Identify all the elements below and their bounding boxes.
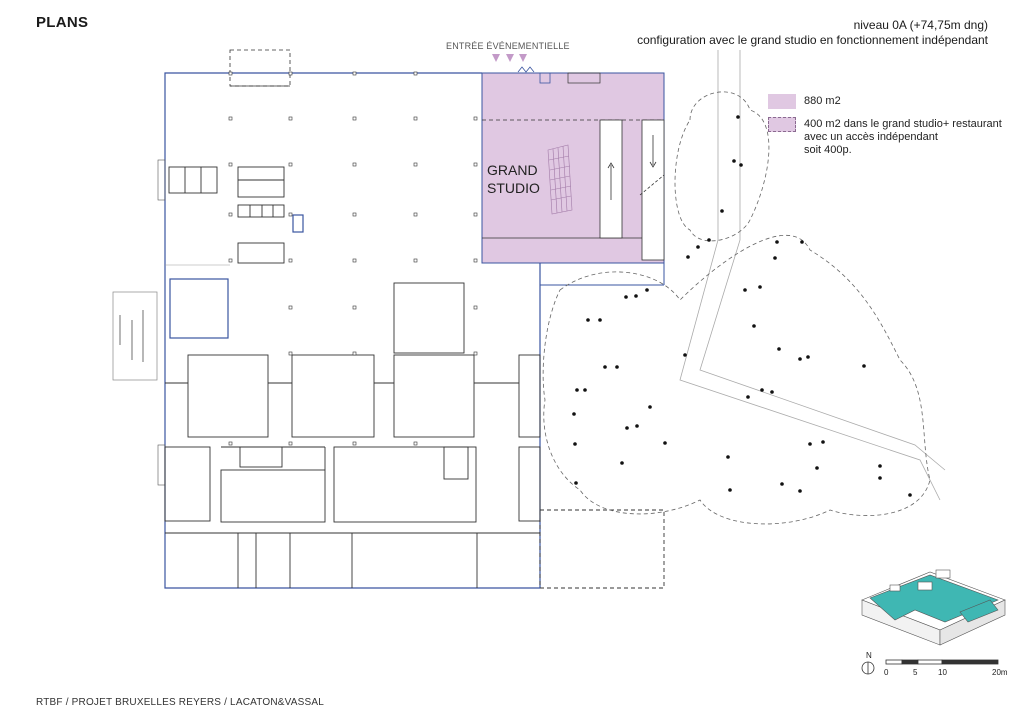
interior-rooms	[164, 166, 665, 589]
footer-credit: RTBF / PROJET BRUXELLES REYERS / LACATON…	[36, 697, 325, 708]
studio-label-line1: GRAND	[487, 162, 538, 178]
tree-trunks	[572, 115, 912, 497]
scale-tick-20m: 20m	[992, 668, 1008, 677]
level-configuration: configuration avec le grand studio en fo…	[637, 33, 988, 47]
level-title: niveau 0A (+74,75m dng) configuration av…	[637, 18, 988, 48]
entrance-label: ENTRÉE ÉVÉNEMENTIELLE	[446, 41, 570, 51]
scale-bar	[885, 659, 999, 665]
page-title: PLANS	[36, 14, 89, 31]
column-grid	[228, 71, 478, 446]
entrance-arrows	[492, 54, 527, 62]
legend-item-400-line2: avec un accès indépendant	[804, 131, 938, 143]
north-label: N	[866, 651, 872, 660]
legend-item-400: 400 m2 dans le grand studio+ restaurant …	[804, 118, 1002, 157]
level-elevation: niveau 0A (+74,75m dng)	[853, 18, 988, 32]
grand-studio-zone	[481, 72, 665, 264]
scale-tick-5: 5	[913, 668, 918, 677]
site-paths	[679, 50, 946, 501]
legend-swatch-solid	[768, 94, 796, 109]
scale-tick-10: 10	[938, 668, 947, 677]
legend-item-880: 880 m2	[804, 95, 841, 107]
tree-canopies	[542, 91, 931, 525]
axonometric-thumbnail	[861, 569, 1006, 646]
legend-item-400-line1: 400 m2 dans le grand studio+ restaurant	[804, 118, 1002, 130]
scale-tick-0: 0	[884, 668, 889, 677]
studio-label-line2: STUDIO	[487, 180, 540, 196]
legend-swatch-dashed	[768, 117, 796, 132]
grand-studio-label: GRAND STUDIO	[487, 161, 540, 197]
north-arrow	[861, 661, 875, 675]
studio-seating	[547, 144, 573, 215]
legend-item-400-line3: soit 400p.	[804, 144, 852, 156]
